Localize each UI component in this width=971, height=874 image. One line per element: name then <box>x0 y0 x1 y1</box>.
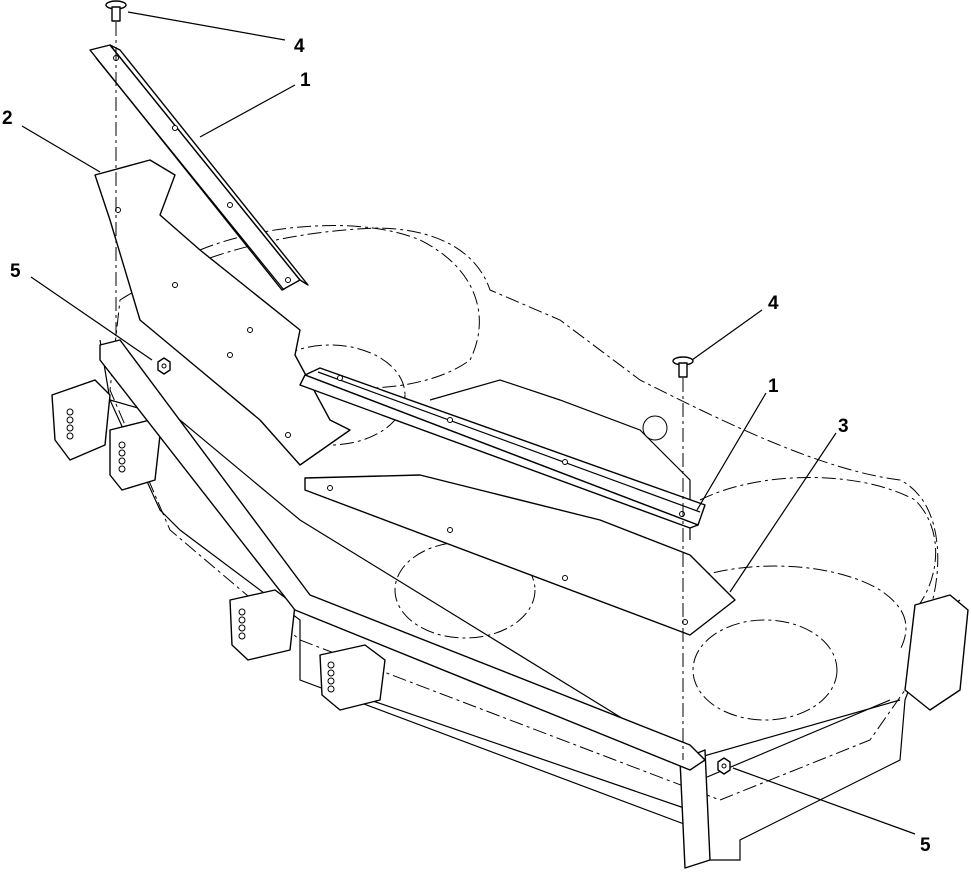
callout-5-left: 5 <box>10 261 21 282</box>
callout-1-upper: 1 <box>300 70 311 91</box>
callout-1-lower: 1 <box>768 376 779 397</box>
deck-port <box>642 415 668 441</box>
bracket-3 <box>229 589 296 661</box>
callout-3: 3 <box>838 416 849 437</box>
leader-4-upper <box>127 11 286 41</box>
callout-4-upper: 4 <box>294 36 305 57</box>
mounting-brackets <box>51 379 969 869</box>
callout-4-lower: 4 <box>768 293 779 314</box>
leader-3 <box>729 432 837 593</box>
rear-right-post <box>679 594 969 869</box>
right-bowl <box>699 477 937 611</box>
plate-part-3 <box>304 474 736 636</box>
angle-rail-lower-part-1 <box>299 367 706 529</box>
left-bowl-opening <box>254 344 406 446</box>
deck-outline <box>109 227 939 801</box>
baffle-plate-holes <box>115 207 291 438</box>
bracket-4 <box>319 644 386 711</box>
nut-part-5-left <box>157 357 171 375</box>
right-spindle-opening <box>692 619 838 721</box>
center-baffle <box>429 379 691 540</box>
left-bowl <box>199 225 480 389</box>
leader-5-left <box>30 276 153 361</box>
right-bowl-inner <box>689 565 907 651</box>
leader-4-lower <box>691 309 763 361</box>
plate-part-3-holes <box>327 485 688 625</box>
callout-2: 2 <box>2 108 13 129</box>
leader-1-upper <box>199 84 296 138</box>
front-rail <box>99 339 706 771</box>
leader-2 <box>21 125 101 173</box>
front-skirt-lower <box>369 699 891 811</box>
leader-1-lower <box>696 392 767 511</box>
bracket-1 <box>51 379 111 461</box>
leader-5-right <box>732 767 916 835</box>
front-skirt <box>99 339 961 861</box>
carriage-bolt-part-4-lower <box>672 356 694 378</box>
angle-rail-upper-part-1 <box>89 44 309 291</box>
callout-5-right: 5 <box>920 835 931 856</box>
carriage-bolt-part-4-upper <box>105 0 127 22</box>
bracket-2 <box>109 419 161 491</box>
nut-part-5-right <box>717 757 731 775</box>
